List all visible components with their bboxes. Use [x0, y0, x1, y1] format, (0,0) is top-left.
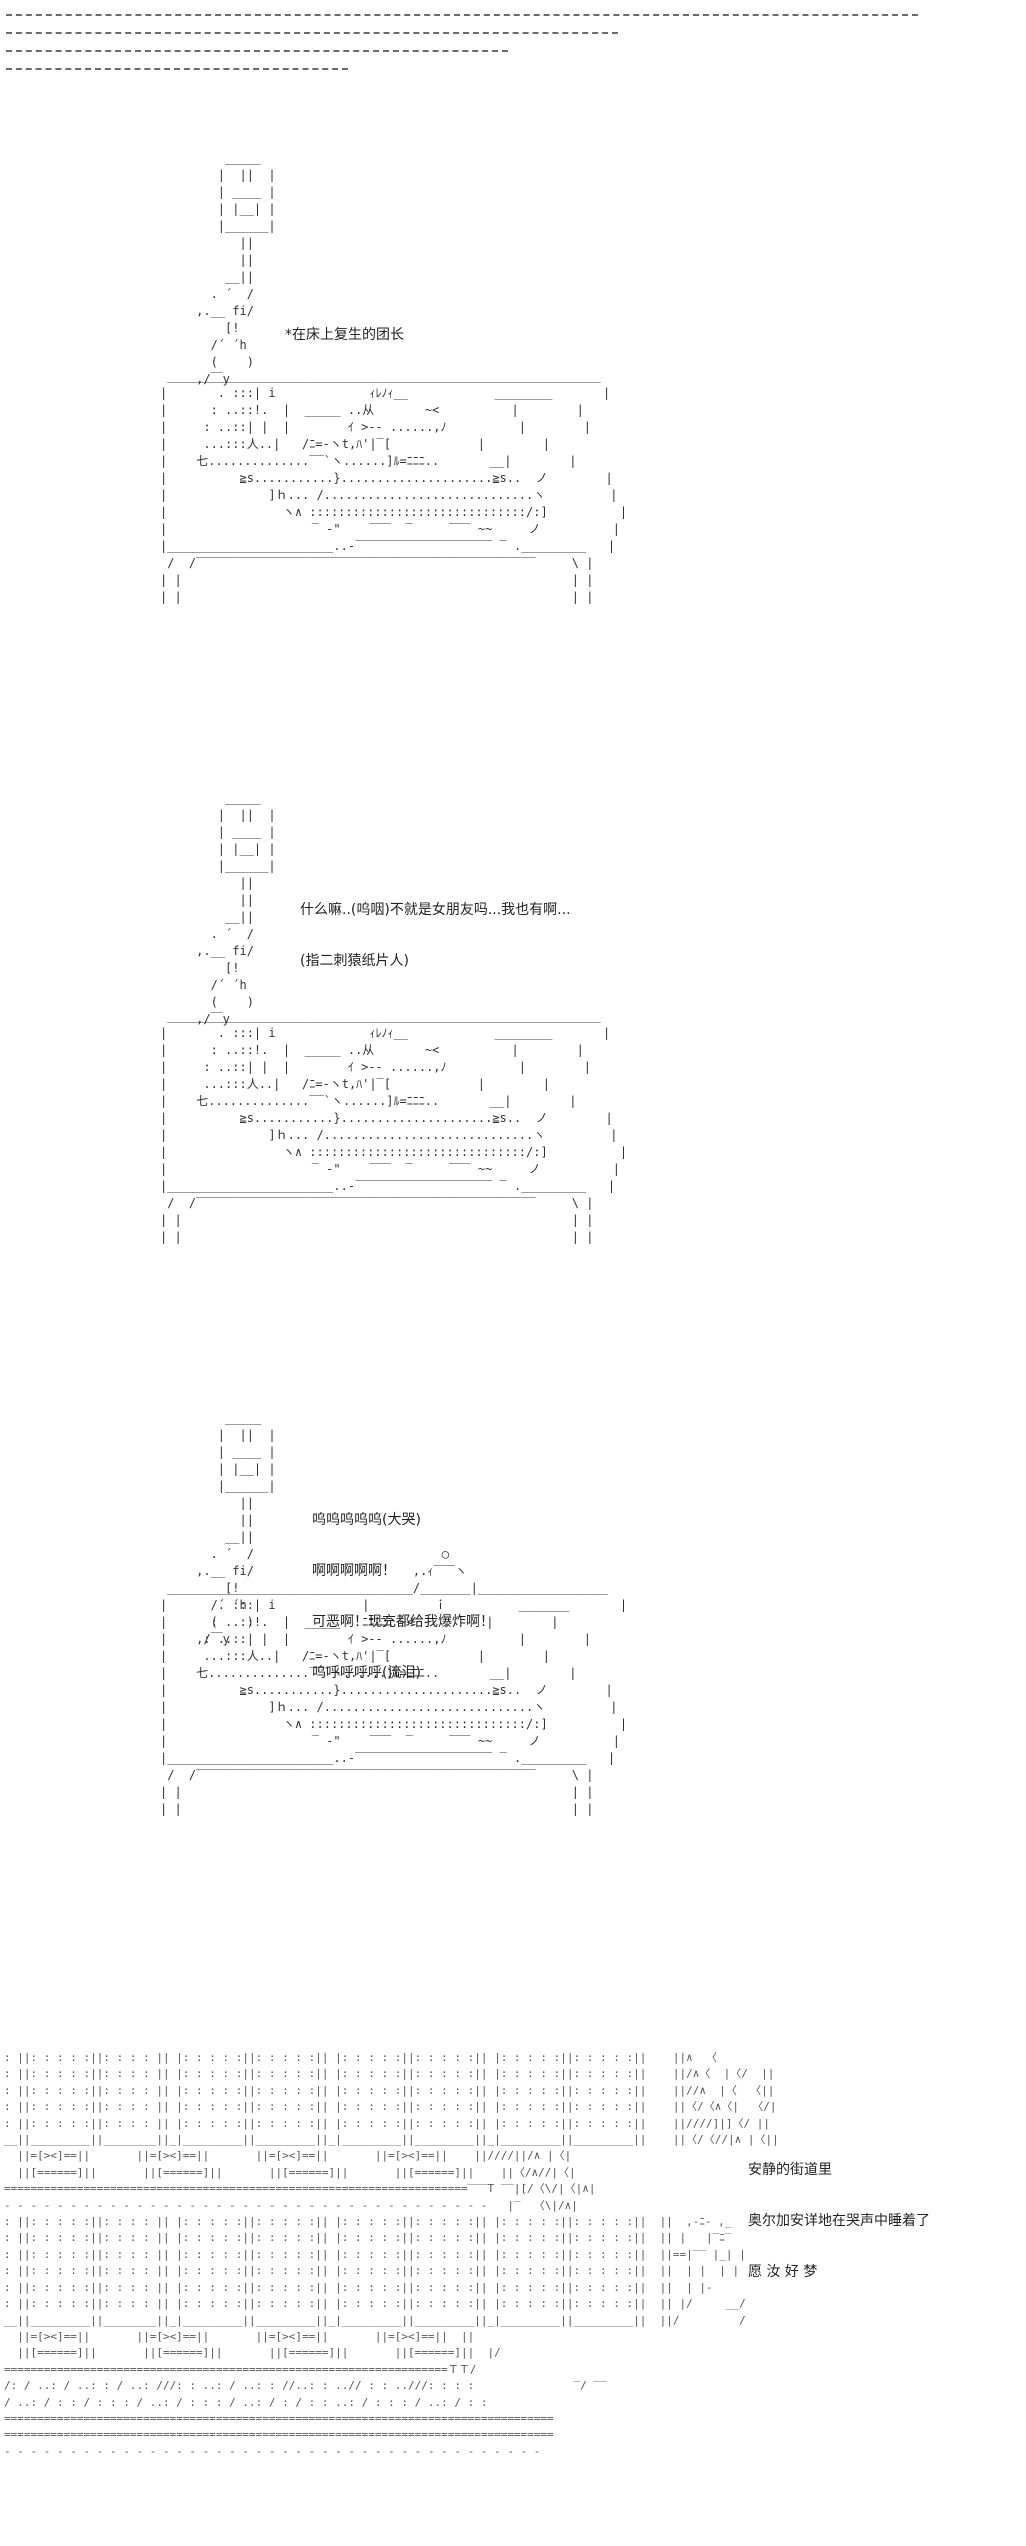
divider-rule: [6, 50, 508, 52]
divider-rule: [6, 68, 348, 70]
caption-line: 安静的街道里: [748, 2162, 832, 2178]
ascii-art-figure: _____ | || | | ____ | | |__| | |______| …: [196, 151, 276, 386]
panel-4: : ||: : : : :||: : : : || |: : : : :||: …: [0, 2050, 1026, 2546]
ascii-art-figure: _____ | || | | ____ | | |__| | |______| …: [196, 791, 276, 1026]
caption-line: 什么嘛..(呜咽)不就是女朋友吗...我也有啊...: [300, 902, 571, 918]
caption-line: 呜呼呼呼呼(流泪): [312, 1665, 421, 1681]
ascii-art-figure: _____ | || | | ____ | | |__| | |______| …: [196, 1411, 276, 1646]
panel-3: _____ | || | | ____ | | |__| | |______| …: [0, 1410, 1026, 1900]
ascii-art-bed: ________________________________________…: [160, 1009, 628, 1244]
caption-line: 可恶啊！现充都给我爆炸啊！: [312, 1614, 494, 1630]
caption-line: 愿 汝 好 梦: [748, 2264, 818, 2280]
divider-rule: [6, 32, 618, 34]
panel-2: _____ | || | | ____ | | |__| | |______| …: [0, 790, 1026, 1280]
panel-1: _____ | || | | ____ | | |__| | |______| …: [0, 150, 1026, 640]
ascii-art-street: : ||: : : : :||: : : : || |: : : : :||: …: [4, 2051, 779, 2458]
caption-line: *在床上复生的团长: [285, 327, 404, 343]
caption-line: 啊啊啊啊啊！: [312, 1563, 396, 1579]
caption-line: 呜呜呜呜呜(大哭): [312, 1512, 421, 1528]
caption: *在床上复生的团长: [285, 293, 404, 361]
caption: 什么嘛..(呜咽)不就是女朋友吗...我也有啊... (指二刺猿纸片人): [300, 868, 571, 987]
caption: 安静的街道里 奥尔加安详地在哭声中睡着了 愿 汝 好 梦: [748, 2128, 930, 2298]
ascii-art-bed: ◯ ,.ｨ‾‾‾ヽ ______________________________…: [160, 1547, 628, 1816]
ascii-art-bed: ________________________________________…: [160, 369, 628, 604]
caption-line: 奥尔加安详地在哭声中睡着了: [748, 2213, 930, 2229]
caption-line: (指二刺猿纸片人): [300, 953, 409, 969]
divider-rule: [6, 14, 918, 16]
caption: 呜呜呜呜呜(大哭) 啊啊啊啊啊！ 可恶啊！现充都给我爆炸啊！ 呜呼呼呼呼(流泪): [312, 1478, 494, 1699]
